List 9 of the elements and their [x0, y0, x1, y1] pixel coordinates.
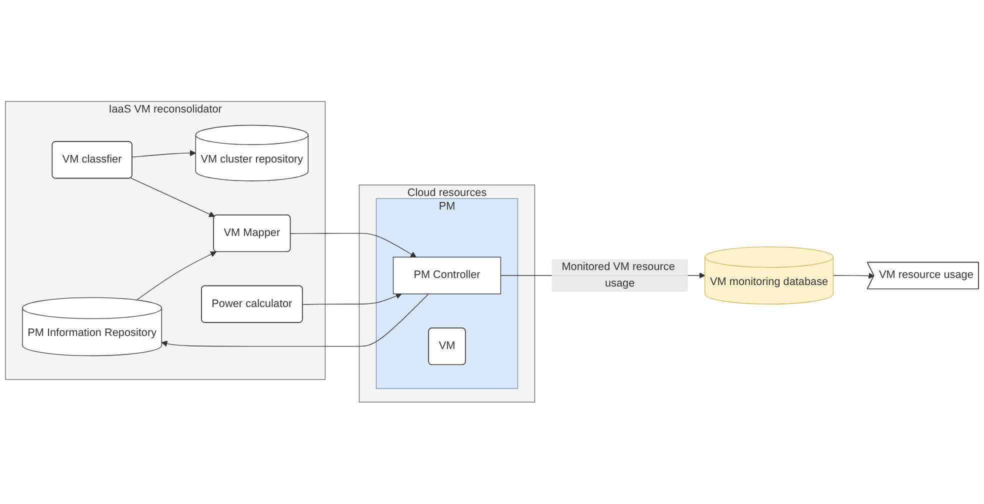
arrow [130, 178, 215, 218]
arrow [302, 293, 402, 305]
arrow [832, 272, 874, 279]
arrow [136, 252, 216, 301]
node-box: PM Controller [392, 257, 502, 294]
arrow [132, 150, 196, 158]
edge-label: Monitored VM resource usage [562, 261, 675, 290]
arrow [290, 233, 416, 258]
arrow [161, 294, 429, 347]
